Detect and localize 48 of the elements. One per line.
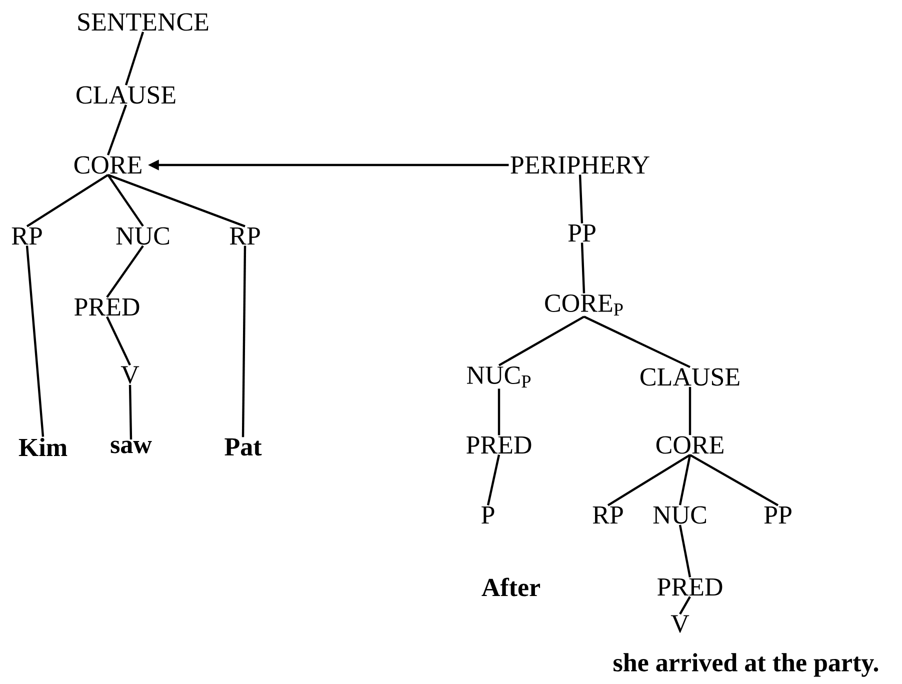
tree-branch bbox=[107, 174, 144, 227]
tree-branch bbox=[607, 454, 691, 506]
tree-branch bbox=[242, 246, 246, 438]
category-label: PERIPHERY bbox=[510, 156, 650, 174]
tree-branch bbox=[580, 242, 586, 294]
word: After bbox=[482, 578, 540, 596]
category-label: SENTENCE bbox=[78, 13, 208, 31]
tree-branch bbox=[498, 388, 500, 436]
category-label: PP bbox=[764, 506, 792, 524]
category-label: CLAUSE bbox=[76, 86, 176, 104]
tree-branch bbox=[689, 454, 779, 506]
tree-branch bbox=[128, 384, 132, 440]
category-label: PP bbox=[568, 224, 596, 242]
word: saw bbox=[110, 440, 152, 454]
category-label: PRED bbox=[658, 578, 722, 596]
tree-branch bbox=[679, 596, 691, 615]
category-label: P bbox=[482, 506, 494, 524]
tree-branch bbox=[578, 174, 584, 224]
category-label: PRED bbox=[74, 298, 140, 316]
tree-branch bbox=[584, 316, 690, 368]
category-label: CORE bbox=[656, 436, 724, 454]
tree-branch bbox=[678, 524, 692, 578]
word: Pat bbox=[224, 438, 262, 456]
category-label: PRED bbox=[466, 436, 532, 454]
tree-branch bbox=[498, 316, 585, 366]
tree-branch bbox=[106, 245, 144, 298]
category-label: V bbox=[120, 366, 140, 384]
category-label: CLAUSE bbox=[640, 368, 740, 386]
category-label: NUC$_{P}$ bbox=[467, 366, 531, 388]
tree-branch bbox=[688, 386, 692, 436]
tree-branch bbox=[106, 104, 128, 156]
category-label: RP bbox=[230, 227, 260, 244]
category-label: V bbox=[670, 615, 690, 633]
word: Kim bbox=[18, 438, 68, 456]
tree-branch bbox=[26, 246, 44, 437]
tree-branch bbox=[124, 32, 144, 86]
category-label: RP bbox=[592, 506, 623, 524]
tree-branch bbox=[108, 174, 246, 228]
word: she arrived at the party. bbox=[614, 653, 878, 677]
category-label: NUC bbox=[116, 227, 169, 245]
tree-branch bbox=[486, 454, 500, 506]
tree-branch bbox=[106, 316, 131, 366]
category-label: RP bbox=[12, 227, 42, 244]
tree-branch bbox=[678, 454, 692, 506]
category-label: NUC bbox=[653, 506, 706, 524]
tree-branch bbox=[26, 174, 109, 228]
category-label: CORE$_{P}$ bbox=[545, 294, 623, 316]
category-label: CORE bbox=[74, 156, 142, 174]
